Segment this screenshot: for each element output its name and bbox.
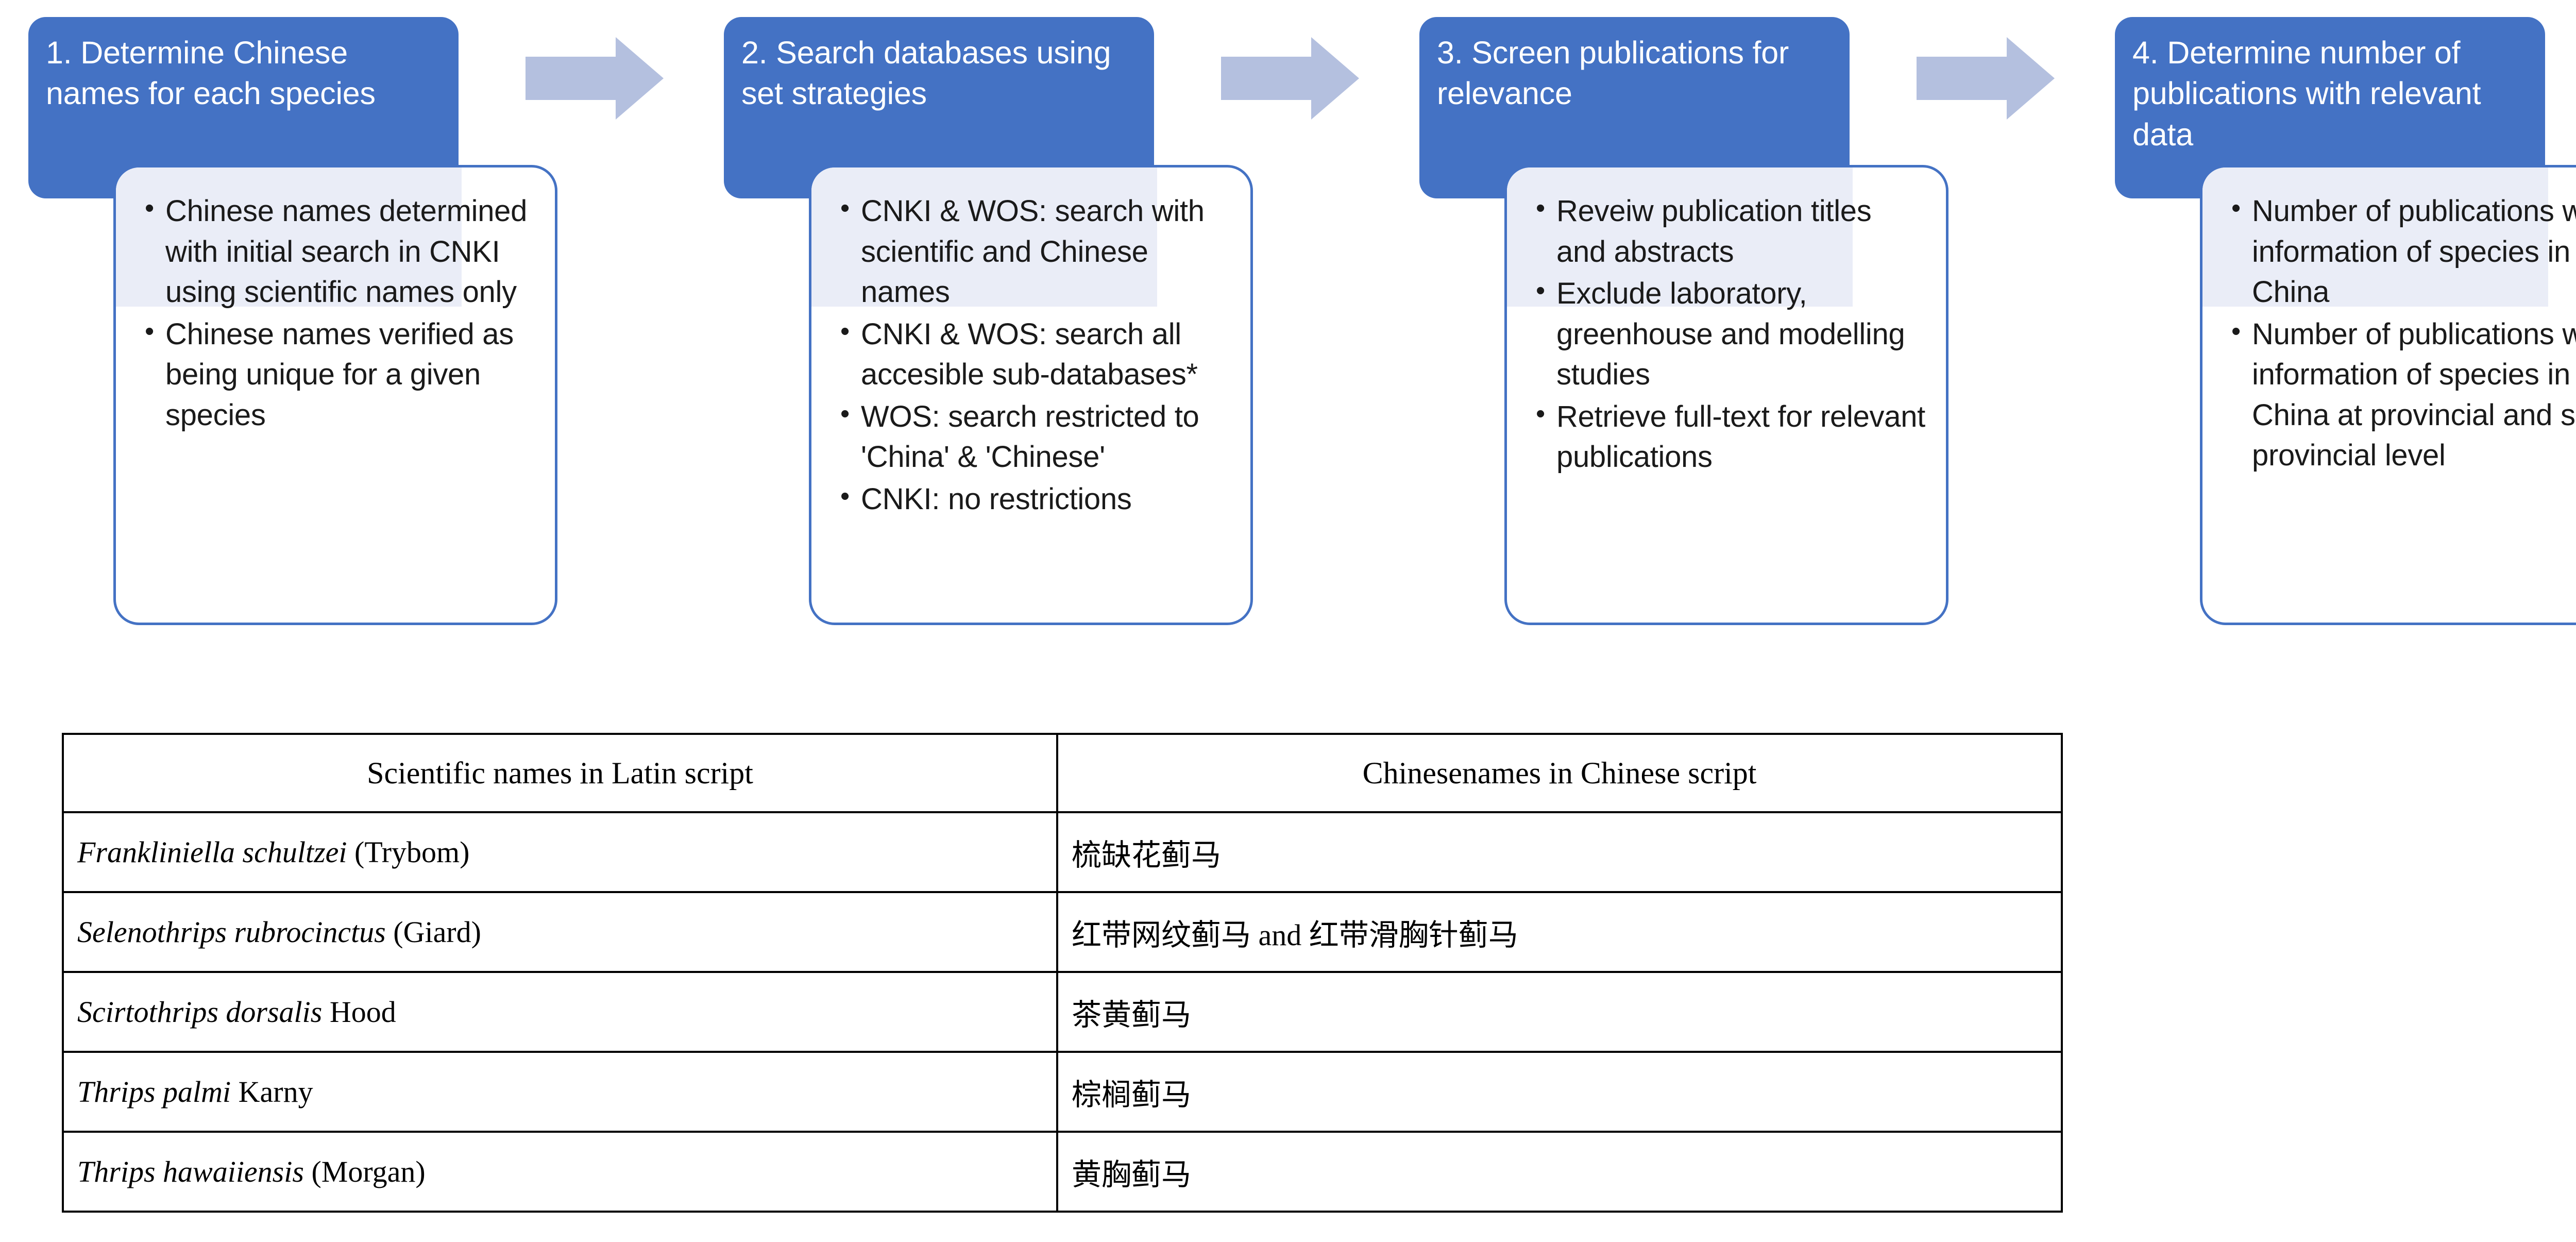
list-item: • Chinese names verified as being unique … bbox=[145, 314, 534, 436]
list-item: • Chinese names determined with initial s… bbox=[145, 191, 534, 313]
list-item-label: CNKI: no restrictions bbox=[861, 482, 1132, 516]
list-item-label: Chinese names determined with initial se… bbox=[165, 194, 528, 309]
cell-scientific-name: Frankliniella schultzei (Trybom) bbox=[62, 811, 1058, 893]
bullet-point-icon: • bbox=[840, 193, 850, 223]
table-row: Thrips palmi Karny 棕榈蓟马 bbox=[62, 1051, 2063, 1133]
process-step-4: 4. Determine number of publications with… bbox=[2087, 0, 2576, 649]
step-3-detail-card: • Reveiw publication titles and abstracts… bbox=[1504, 165, 1948, 625]
process-step-3: 3. Screen publications for relevance•Rev… bbox=[1391, 0, 1948, 649]
list-item-label: Number of publications with information … bbox=[2252, 194, 2576, 309]
chinese-name-primary: 黄胸蓟马 bbox=[1072, 1156, 1192, 1192]
list-item-label: CNKI & WOS: search all accesible sub-dat… bbox=[861, 317, 1198, 392]
scientific-name-binomial: Scirtothrips dorsalis bbox=[77, 995, 323, 1029]
list-item-label: Exclude laboratory, greenhouse and model… bbox=[1556, 277, 1905, 392]
bullet-point-icon: • bbox=[2231, 193, 2241, 223]
cell-chinese-name: 棕榈蓟马 bbox=[1056, 1051, 2063, 1133]
table-row: Frankliniella schultzei (Trybom) 梳缺花蓟马 bbox=[62, 811, 2063, 893]
process-flow-diagram: 1. Determine Chinese names for each spec… bbox=[0, 0, 2576, 649]
list-item: • CNKI: no restrictions bbox=[840, 479, 1230, 520]
list-item: • Number of publications with information… bbox=[2231, 191, 2576, 313]
cell-chinese-name: 黄胸蓟马 bbox=[1056, 1131, 2063, 1213]
list-item-label: Reveiw publication titles and abstracts bbox=[1556, 194, 1872, 268]
process-step-1: 1. Determine Chinese names for each spec… bbox=[0, 0, 557, 649]
scientific-name-authority: (Giard) bbox=[385, 915, 481, 949]
chinese-name-primary: 红带网纹蓟马 bbox=[1072, 917, 1251, 952]
table-header-row: Scientific names in Latin script Chinese… bbox=[62, 733, 2063, 813]
list-item-label: WOS: search restricted to 'China' & 'Chi… bbox=[861, 399, 1199, 474]
list-item-label: Retrieve full-text for relevant publicat… bbox=[1556, 399, 1925, 474]
process-step-2: 2. Search databases using set strategies… bbox=[696, 0, 1253, 649]
list-item-label: CNKI & WOS: search with scientific and C… bbox=[861, 194, 1205, 309]
step-1-detail-card: • Chinese names determined with initial s… bbox=[113, 165, 557, 625]
chinese-name-conjunction: and bbox=[1251, 918, 1309, 952]
bullet-point-icon: • bbox=[840, 398, 850, 429]
step-4-bullet-list: • Number of publications with information… bbox=[2202, 167, 2576, 476]
scientific-name-authority: (Morgan) bbox=[303, 1155, 426, 1188]
flow-arrow-icon-3 bbox=[1917, 37, 2055, 120]
bullet-point-icon: • bbox=[840, 316, 850, 346]
scientific-name-authority: Karny bbox=[231, 1075, 313, 1109]
step-4-detail-card: • Number of publications with information… bbox=[2200, 165, 2576, 625]
list-item: • CNKI & WOS: search all accesible sub-da… bbox=[840, 314, 1230, 395]
cell-chinese-name: 梳缺花蓟马 bbox=[1056, 811, 2063, 893]
column-header-chinese-names: Chinesenames in Chinese script bbox=[1056, 733, 2063, 813]
table-row: Scirtothrips dorsalis Hood 茶黄蓟马 bbox=[62, 971, 2063, 1053]
step-3-title: 3. Screen publications for relevance bbox=[1419, 17, 1850, 198]
scientific-name-authority: (Trybom) bbox=[347, 835, 470, 869]
bullet-point-icon: • bbox=[145, 193, 154, 223]
cell-chinese-name: 茶黄蓟马 bbox=[1056, 971, 2063, 1053]
list-item: • Reveiw publication titles and abstracts bbox=[1536, 191, 1925, 272]
list-item: • WOS: search restricted to 'China' & 'Ch… bbox=[840, 397, 1230, 478]
bullet-point-icon: • bbox=[1536, 398, 1545, 429]
column-header-scientific-names: Scientific names in Latin script bbox=[62, 733, 1058, 813]
flow-arrow-icon-1 bbox=[526, 37, 664, 120]
step-2-detail-card: • CNKI & WOS: search with scientific and … bbox=[809, 165, 1253, 625]
table-row: Selenothrips rubrocinctus (Giard)红带网纹蓟马 … bbox=[62, 891, 2063, 973]
cell-scientific-name: Thrips palmi Karny bbox=[62, 1051, 1058, 1133]
scientific-name-authority: Hood bbox=[322, 995, 396, 1029]
scientific-name-binomial: Thrips palmi bbox=[77, 1075, 231, 1109]
list-item: • Exclude laboratory, greenhouse and mode… bbox=[1536, 274, 1925, 395]
bullet-point-icon: • bbox=[2231, 316, 2241, 346]
cell-scientific-name: Thrips hawaiiensis (Morgan) bbox=[62, 1131, 1058, 1213]
cell-scientific-name: Scirtothrips dorsalis Hood bbox=[62, 971, 1058, 1053]
step-1-bullet-list: • Chinese names determined with initial s… bbox=[116, 167, 555, 435]
list-item: • Number of publications with information… bbox=[2231, 314, 2576, 476]
bullet-point-icon: • bbox=[1536, 276, 1545, 306]
bullet-point-icon: • bbox=[840, 481, 850, 512]
chinese-name-alternate: 红带滑胸针蓟马 bbox=[1309, 917, 1518, 952]
table-row: Thrips hawaiiensis (Morgan) 黄胸蓟马 bbox=[62, 1131, 2063, 1213]
species-names-table: Scientific names in Latin script Chinese… bbox=[62, 733, 2063, 1213]
bullet-point-icon: • bbox=[1536, 193, 1545, 223]
scientific-name-binomial: Selenothrips rubrocinctus bbox=[77, 915, 386, 949]
bullet-point-icon: • bbox=[145, 316, 154, 346]
chinese-name-primary: 梳缺花蓟马 bbox=[1072, 837, 1222, 872]
step-2-bullet-list: • CNKI & WOS: search with scientific and … bbox=[811, 167, 1250, 520]
cell-scientific-name: Selenothrips rubrocinctus (Giard) bbox=[62, 891, 1058, 973]
list-item-label: Chinese names verified as being unique f… bbox=[165, 317, 514, 432]
chinese-name-primary: 棕榈蓟马 bbox=[1072, 1077, 1192, 1112]
step-3-bullet-list: • Reveiw publication titles and abstracts… bbox=[1507, 167, 1946, 478]
scientific-name-binomial: Thrips hawaiiensis bbox=[77, 1155, 304, 1188]
scientific-name-binomial: Frankliniella schultzei bbox=[77, 835, 347, 869]
chinese-name-primary: 茶黄蓟马 bbox=[1072, 997, 1192, 1032]
cell-chinese-name: 红带网纹蓟马 and 红带滑胸针蓟马 bbox=[1056, 891, 2063, 973]
list-item-label: Number of publications with information … bbox=[2252, 317, 2576, 473]
flow-arrow-icon-2 bbox=[1221, 37, 1359, 120]
list-item: • Retrieve full-text for relevant publica… bbox=[1536, 397, 1925, 478]
list-item: • CNKI & WOS: search with scientific and … bbox=[840, 191, 1230, 313]
